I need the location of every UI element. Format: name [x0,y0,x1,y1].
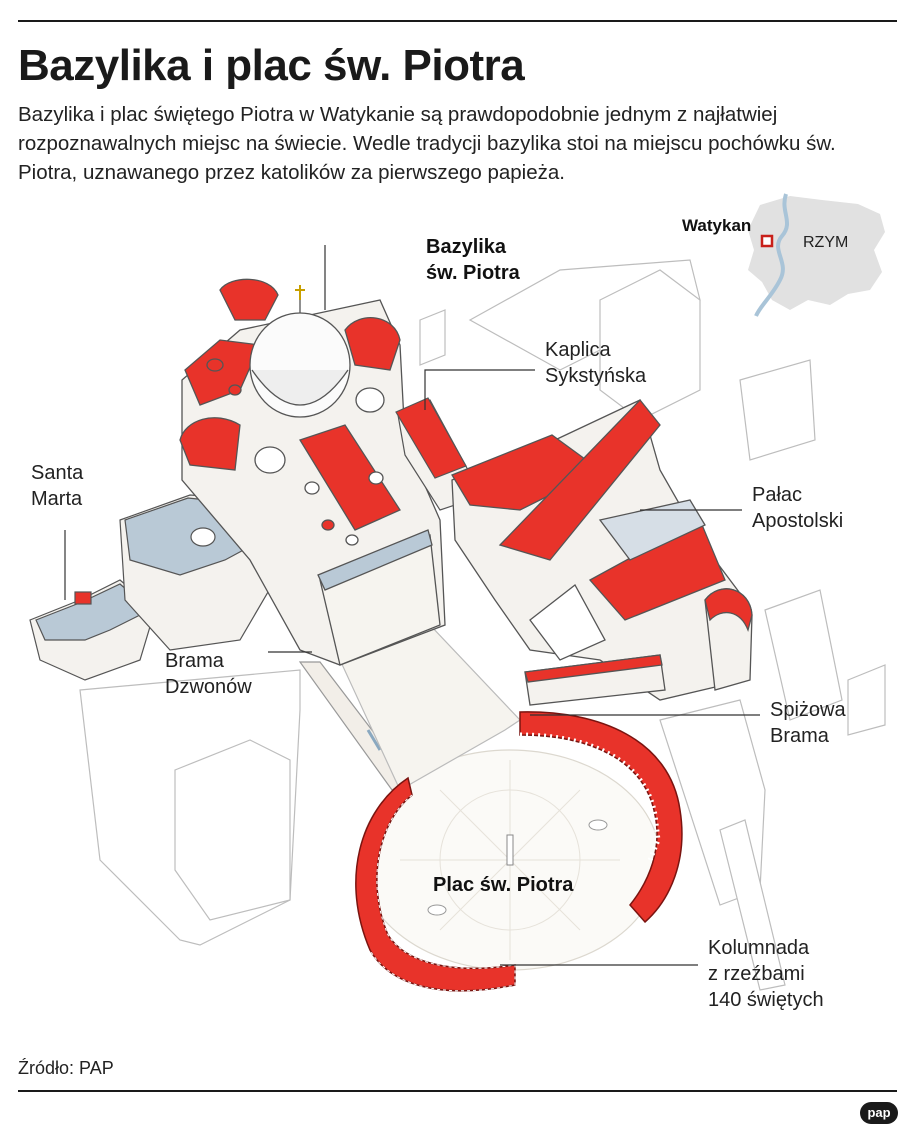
label-palace-line1: Pałac [752,484,803,506]
path-arrow [366,729,382,751]
palace-roof-slate [598,499,706,561]
label-marta-line2: Marta [31,488,83,510]
pap-logo: pap [860,1102,898,1124]
label-vatican: Watykan [682,216,752,235]
leader-sistine [424,369,535,410]
label-bells-gate: Brama Dzwonów [165,648,252,700]
apostolic-palace [451,399,753,706]
top-rule [18,20,897,22]
piazza [339,624,661,971]
label-square: Plac św. Piotra [433,874,574,896]
label-bronze-gate: Spiżowa Brama [770,697,846,749]
label-basilica-line2: św. Piotra [426,262,520,284]
palace-roof-cross [498,399,661,561]
colonnade [355,711,683,992]
label-bronze-line1: Spiżowa [770,699,846,721]
rome-map-area [748,196,885,310]
label-sistine: Kaplica Sykstyńska [545,337,646,389]
surrounding-city [79,259,886,991]
label-marta-line1: Santa [31,462,84,484]
label-colonnade-line2: z rzeźbami [708,963,805,985]
santa-marta-building [29,579,156,681]
label-bronze-line2: Brama [770,725,829,747]
vatican-marker [760,234,774,248]
label-marta: Santa Marta [31,460,83,512]
fountain-left [427,904,447,916]
palace-courtyard [529,584,606,661]
label-colonnade-line1: Kolumnada [708,937,810,959]
nave-roof [299,424,401,531]
label-bells-line2: Dzwonów [165,676,252,698]
lead-paragraph: Bazylika i plac świętego Piotra w Watyka… [18,103,836,184]
apse-roof-right [344,317,401,371]
small-dome-right [355,387,385,413]
source-note: Źródło: PAP [18,1058,114,1078]
label-sistine-line1: Kaplica [545,339,611,361]
label-bells-line1: Brama [165,650,224,672]
rome-locator-map [748,193,885,317]
obelisk [506,834,514,866]
transept-roof-left [179,417,241,471]
label-colonnade-line3: 140 świętych [708,989,824,1011]
tiber-river-line [754,193,789,317]
small-dome-left [254,446,286,474]
label-basilica-line1: Bazylika [426,236,507,258]
leader-lines [64,245,760,966]
basilica [179,278,446,666]
label-colonnade: Kolumnada z rzeźbami 140 świętych [708,935,824,1013]
fountain-right [588,819,608,831]
page-title: Bazylika i plac św. Piotra [18,41,525,90]
label-basilica: Bazylika św. Piotra [426,234,520,286]
apse-roof-top [219,278,279,321]
facade-roof [317,529,433,591]
cross-icon [295,285,305,300]
label-palace: Pałac Apostolski [752,482,843,534]
label-sistine-line2: Sykstyńska [545,365,647,387]
label-palace-line2: Apostolski [752,510,844,532]
label-rome: RZYM [803,234,849,251]
bottom-rule [18,1090,897,1092]
